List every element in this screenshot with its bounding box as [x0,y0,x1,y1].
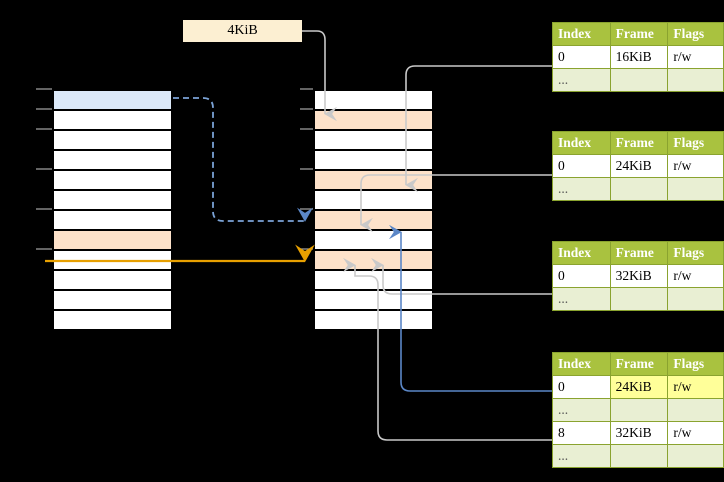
cell-frame [609,287,669,311]
virtual-page-cell-5 [53,190,172,210]
cell-flags: r/w [667,375,724,399]
cell-index: ... [552,177,611,201]
cell-index: 8 [552,421,611,445]
cell-flags [667,398,724,422]
cell-index: 0 [552,375,611,399]
cell-frame: 32KiB [609,421,669,445]
cell-index: ... [552,68,611,92]
column-header-frame: Frame [609,22,669,46]
virtual-page-cell-6 [53,210,172,230]
cell-frame: 24KiB [609,154,669,178]
cell-frame [609,444,669,468]
table-row: ... [552,398,724,422]
virtual-page-cell-0 [53,90,172,110]
table-row: ... [552,177,724,201]
cell-index: ... [552,398,611,422]
virtual-page-cell-8 [53,250,172,270]
column-header-index: Index [552,241,611,265]
physical-frame-cell-10 [314,290,433,310]
page-size-text: 4KiB [227,23,258,38]
cell-frame: 32KiB [609,264,669,288]
cell-frame: 16KiB [609,45,669,69]
cell-frame [609,68,669,92]
column-header-index: Index [552,352,611,376]
cell-flags [667,177,724,201]
cell-frame: 24KiB [609,375,669,399]
virtual-page-cell-2 [53,130,172,150]
physical-frame-cell-8 [314,250,433,270]
cell-index: ... [552,444,611,468]
table-row: ... [552,68,724,92]
physical-frame-cell-7 [314,230,433,250]
column-header-flags: Flags [667,352,724,376]
virtual-address-space-stack [52,89,173,330]
virtual-page-cell-3 [53,150,172,170]
physical-frame-cell-4 [314,170,433,190]
physical-frame-cell-9 [314,270,433,290]
virtual-page-cell-11 [53,310,172,330]
cell-flags [667,287,724,311]
virtual-page-cell-10 [53,290,172,310]
table-row: ... [552,444,724,468]
physical-frame-cell-11 [314,310,433,330]
physical-memory-stack [313,89,434,330]
column-header-index: Index [552,131,611,155]
cell-index: ... [552,287,611,311]
column-header-flags: Flags [667,241,724,265]
column-header-flags: Flags [667,131,724,155]
virtual-page-cell-4 [53,170,172,190]
column-header-frame: Frame [609,241,669,265]
page-size-label: 4KiB [183,20,302,42]
column-header-flags: Flags [667,22,724,46]
physical-frame-cell-3 [314,150,433,170]
cell-flags [667,444,724,468]
virtual-page-cell-9 [53,270,172,290]
cell-flags: r/w [667,154,724,178]
cell-frame [609,177,669,201]
physical-frame-cell-6 [314,210,433,230]
cell-flags [667,68,724,92]
cell-index: 0 [552,264,611,288]
column-header-frame: Frame [609,131,669,155]
cell-index: 0 [552,45,611,69]
cell-flags: r/w [667,45,724,69]
cell-frame [609,398,669,422]
column-header-index: Index [552,22,611,46]
physical-frame-cell-2 [314,130,433,150]
physical-frame-cell-5 [314,190,433,210]
virtual-page-cell-1 [53,110,172,130]
cell-index: 0 [552,154,611,178]
physical-frame-cell-1 [314,110,433,130]
column-header-frame: Frame [609,352,669,376]
virtual-page-cell-7 [53,230,172,250]
physical-frame-cell-0 [314,90,433,110]
cell-flags: r/w [667,421,724,445]
table-row: ... [552,287,724,311]
cell-flags: r/w [667,264,724,288]
